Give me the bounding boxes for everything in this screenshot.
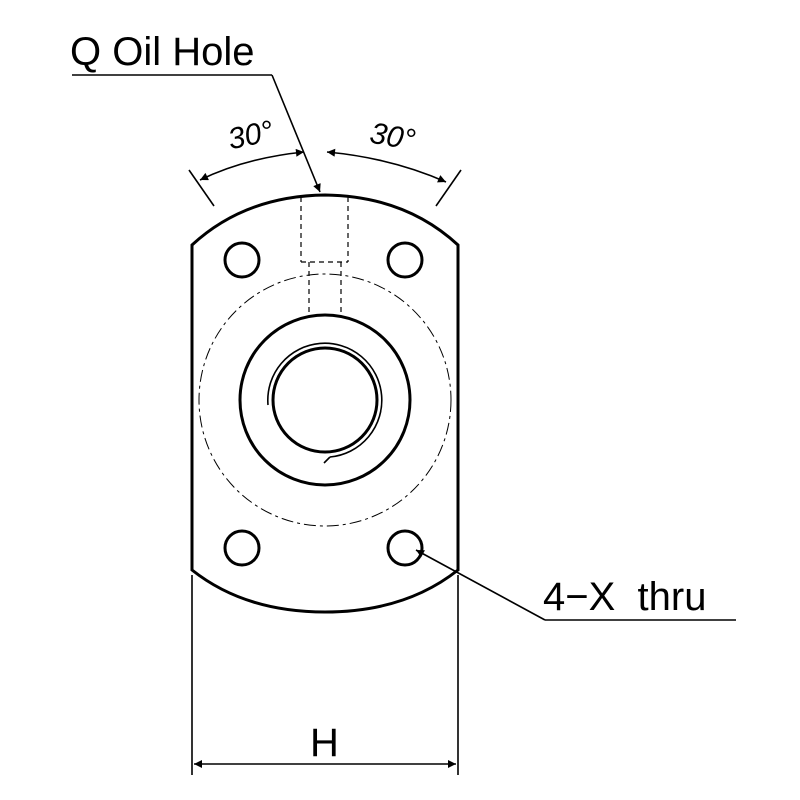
- angle-ext-right: [435, 169, 462, 207]
- oil-hole-label: Q Oil Hole: [70, 30, 255, 74]
- boss-circle: [238, 313, 412, 487]
- angle-right-label: 30°: [367, 117, 417, 157]
- pitch-circle: [198, 273, 452, 527]
- oil-hole-leader: [271, 74, 321, 193]
- angle-ext-left: [188, 169, 215, 207]
- angle-arc-left: [199, 148, 305, 181]
- bore-circle: [271, 346, 379, 454]
- mount-hole-br: [386, 529, 424, 567]
- angle-left-label: 30°: [225, 115, 276, 157]
- flange-outline: [190, 193, 460, 614]
- thread-arc: [267, 342, 383, 458]
- width-label: H: [310, 721, 339, 765]
- holes-label: 4−X thru: [543, 575, 706, 619]
- mount-hole-tl: [223, 241, 261, 279]
- mount-hole-bl: [223, 529, 261, 567]
- angle-arc-right: [326, 148, 447, 183]
- mount-hole-tr: [386, 241, 424, 279]
- holes-leader: [415, 549, 546, 621]
- thread-arc-tick: [323, 456, 331, 464]
